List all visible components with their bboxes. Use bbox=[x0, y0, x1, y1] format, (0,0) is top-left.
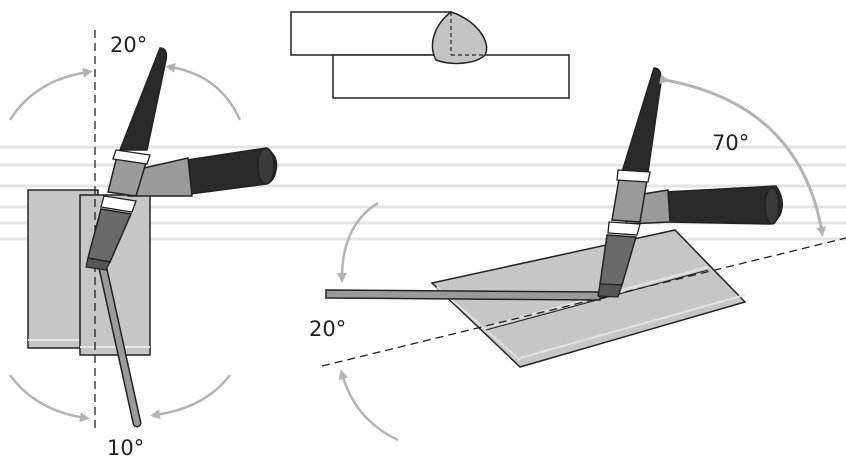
curved-arrow-icon bbox=[338, 369, 399, 442]
upper-plate bbox=[290, 11, 452, 56]
base-reference-line bbox=[321, 237, 846, 367]
left-bottom-angle-label: 10° bbox=[107, 436, 144, 460]
curved-arrow-icon bbox=[8, 67, 93, 121]
curved-arrow-icon bbox=[337, 201, 379, 283]
curved-arrow-icon bbox=[659, 74, 827, 237]
curved-arrow-icon bbox=[150, 374, 231, 420]
vertical-weld-view: 20° 10° bbox=[8, 30, 278, 460]
right-rod-angle-label: 20° bbox=[309, 317, 346, 341]
right-torch-angle-label: 70° bbox=[712, 131, 749, 155]
left-top-angle-label: 20° bbox=[110, 33, 147, 57]
flat-weld-view: 70° 20° bbox=[309, 67, 846, 442]
tig-torch-icon bbox=[85, 47, 278, 271]
curved-arrow-icon bbox=[8, 374, 90, 423]
lap-joint-cross-section bbox=[290, 11, 570, 99]
filler-rod-icon bbox=[325, 289, 601, 301]
curved-arrow-icon bbox=[165, 62, 242, 121]
weld-bead bbox=[431, 11, 488, 65]
